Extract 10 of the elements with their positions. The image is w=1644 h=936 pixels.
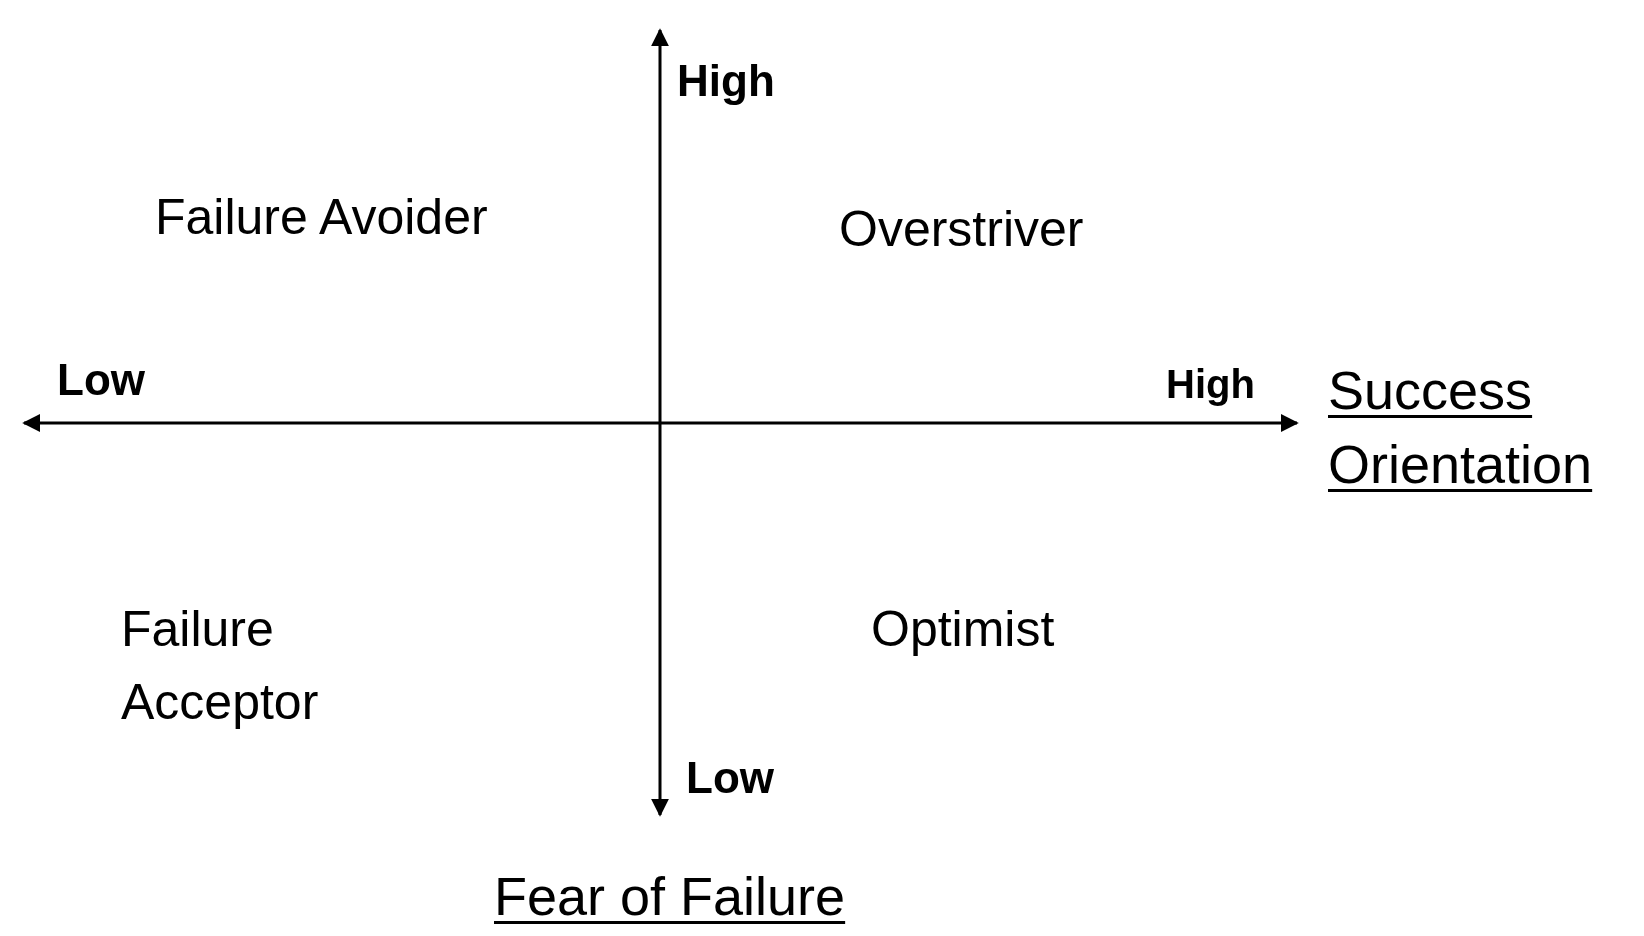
axis-end-label: Low — [57, 353, 145, 406]
quadrant-label: Failure Acceptor — [121, 599, 320, 732]
axis-end-label: High — [1166, 361, 1255, 408]
quadrant-label: Optimist — [871, 600, 1055, 659]
quadrant-label: Overstriver — [839, 200, 1084, 259]
axis-end-label: High — [677, 54, 775, 107]
axis-title: Success Orientation — [1328, 359, 1594, 496]
axis-end-label: Low — [686, 751, 774, 804]
quadrant-label: Failure Avoider — [155, 188, 488, 247]
axis-title: Fear of Failure — [494, 864, 846, 928]
